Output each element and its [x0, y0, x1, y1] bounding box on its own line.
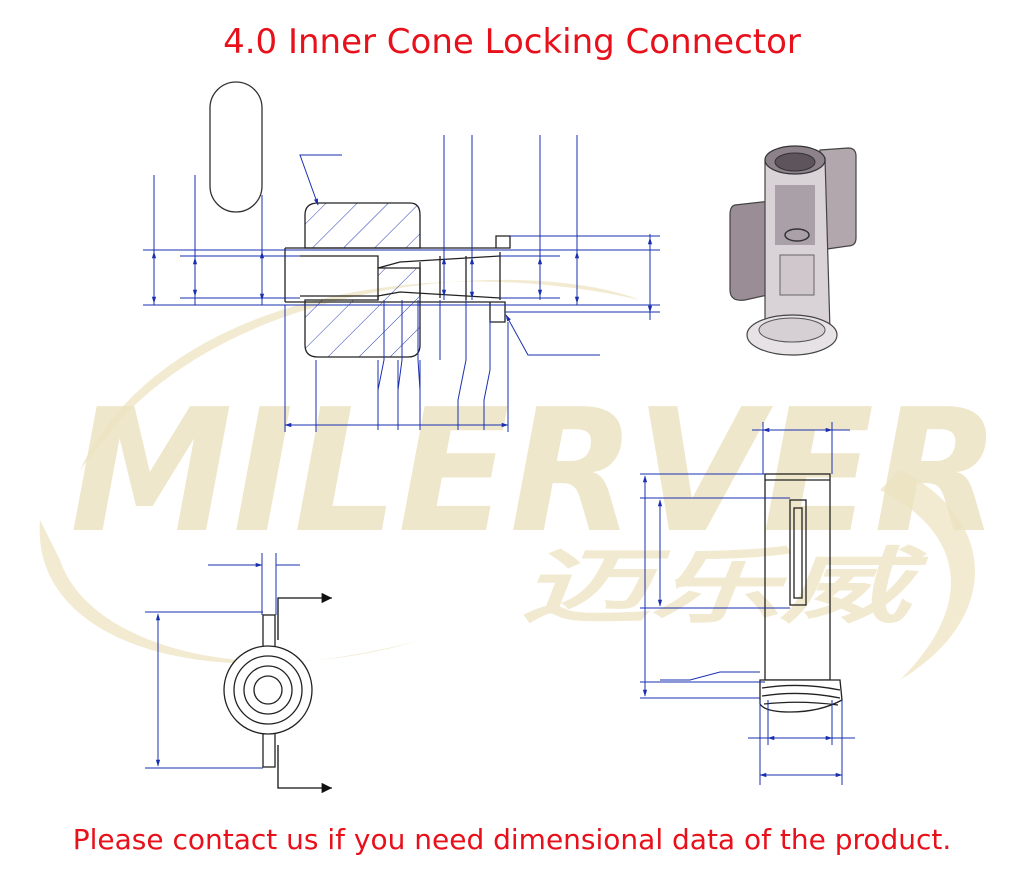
side-body — [764, 473, 831, 681]
watermark-swoosh-right — [880, 470, 975, 680]
hub-top-section — [304, 202, 421, 249]
front-view — [223, 614, 313, 768]
watermark-brand: MILERVER — [70, 373, 1000, 571]
side-view-dimensions — [640, 422, 855, 785]
inner-cone — [377, 255, 501, 299]
body-outline-lower — [285, 301, 506, 323]
side-flange — [759, 679, 843, 713]
side-view — [759, 473, 843, 713]
side-wing — [789, 499, 807, 606]
render-wing-right — [819, 147, 857, 251]
page-title: 4.0 Inner Cone Locking Connector — [223, 22, 801, 62]
lip-leader — [505, 314, 600, 356]
contact-note: Please contact us if you need dimensiona… — [72, 823, 952, 856]
front-bore — [253, 675, 283, 705]
front-outer-circle — [223, 645, 313, 735]
watermark-chinese: 迈乐威 — [520, 540, 929, 635]
hub-leader — [299, 154, 342, 206]
slot-outline — [209, 81, 263, 213]
front-view-dimensions — [145, 553, 300, 769]
inner-bore — [300, 255, 379, 300]
section-view — [209, 81, 511, 358]
section-dimensions — [143, 135, 660, 432]
product-3d-render — [729, 145, 857, 356]
section-cut-arrows — [277, 592, 332, 794]
hub-bottom-section — [304, 267, 421, 358]
